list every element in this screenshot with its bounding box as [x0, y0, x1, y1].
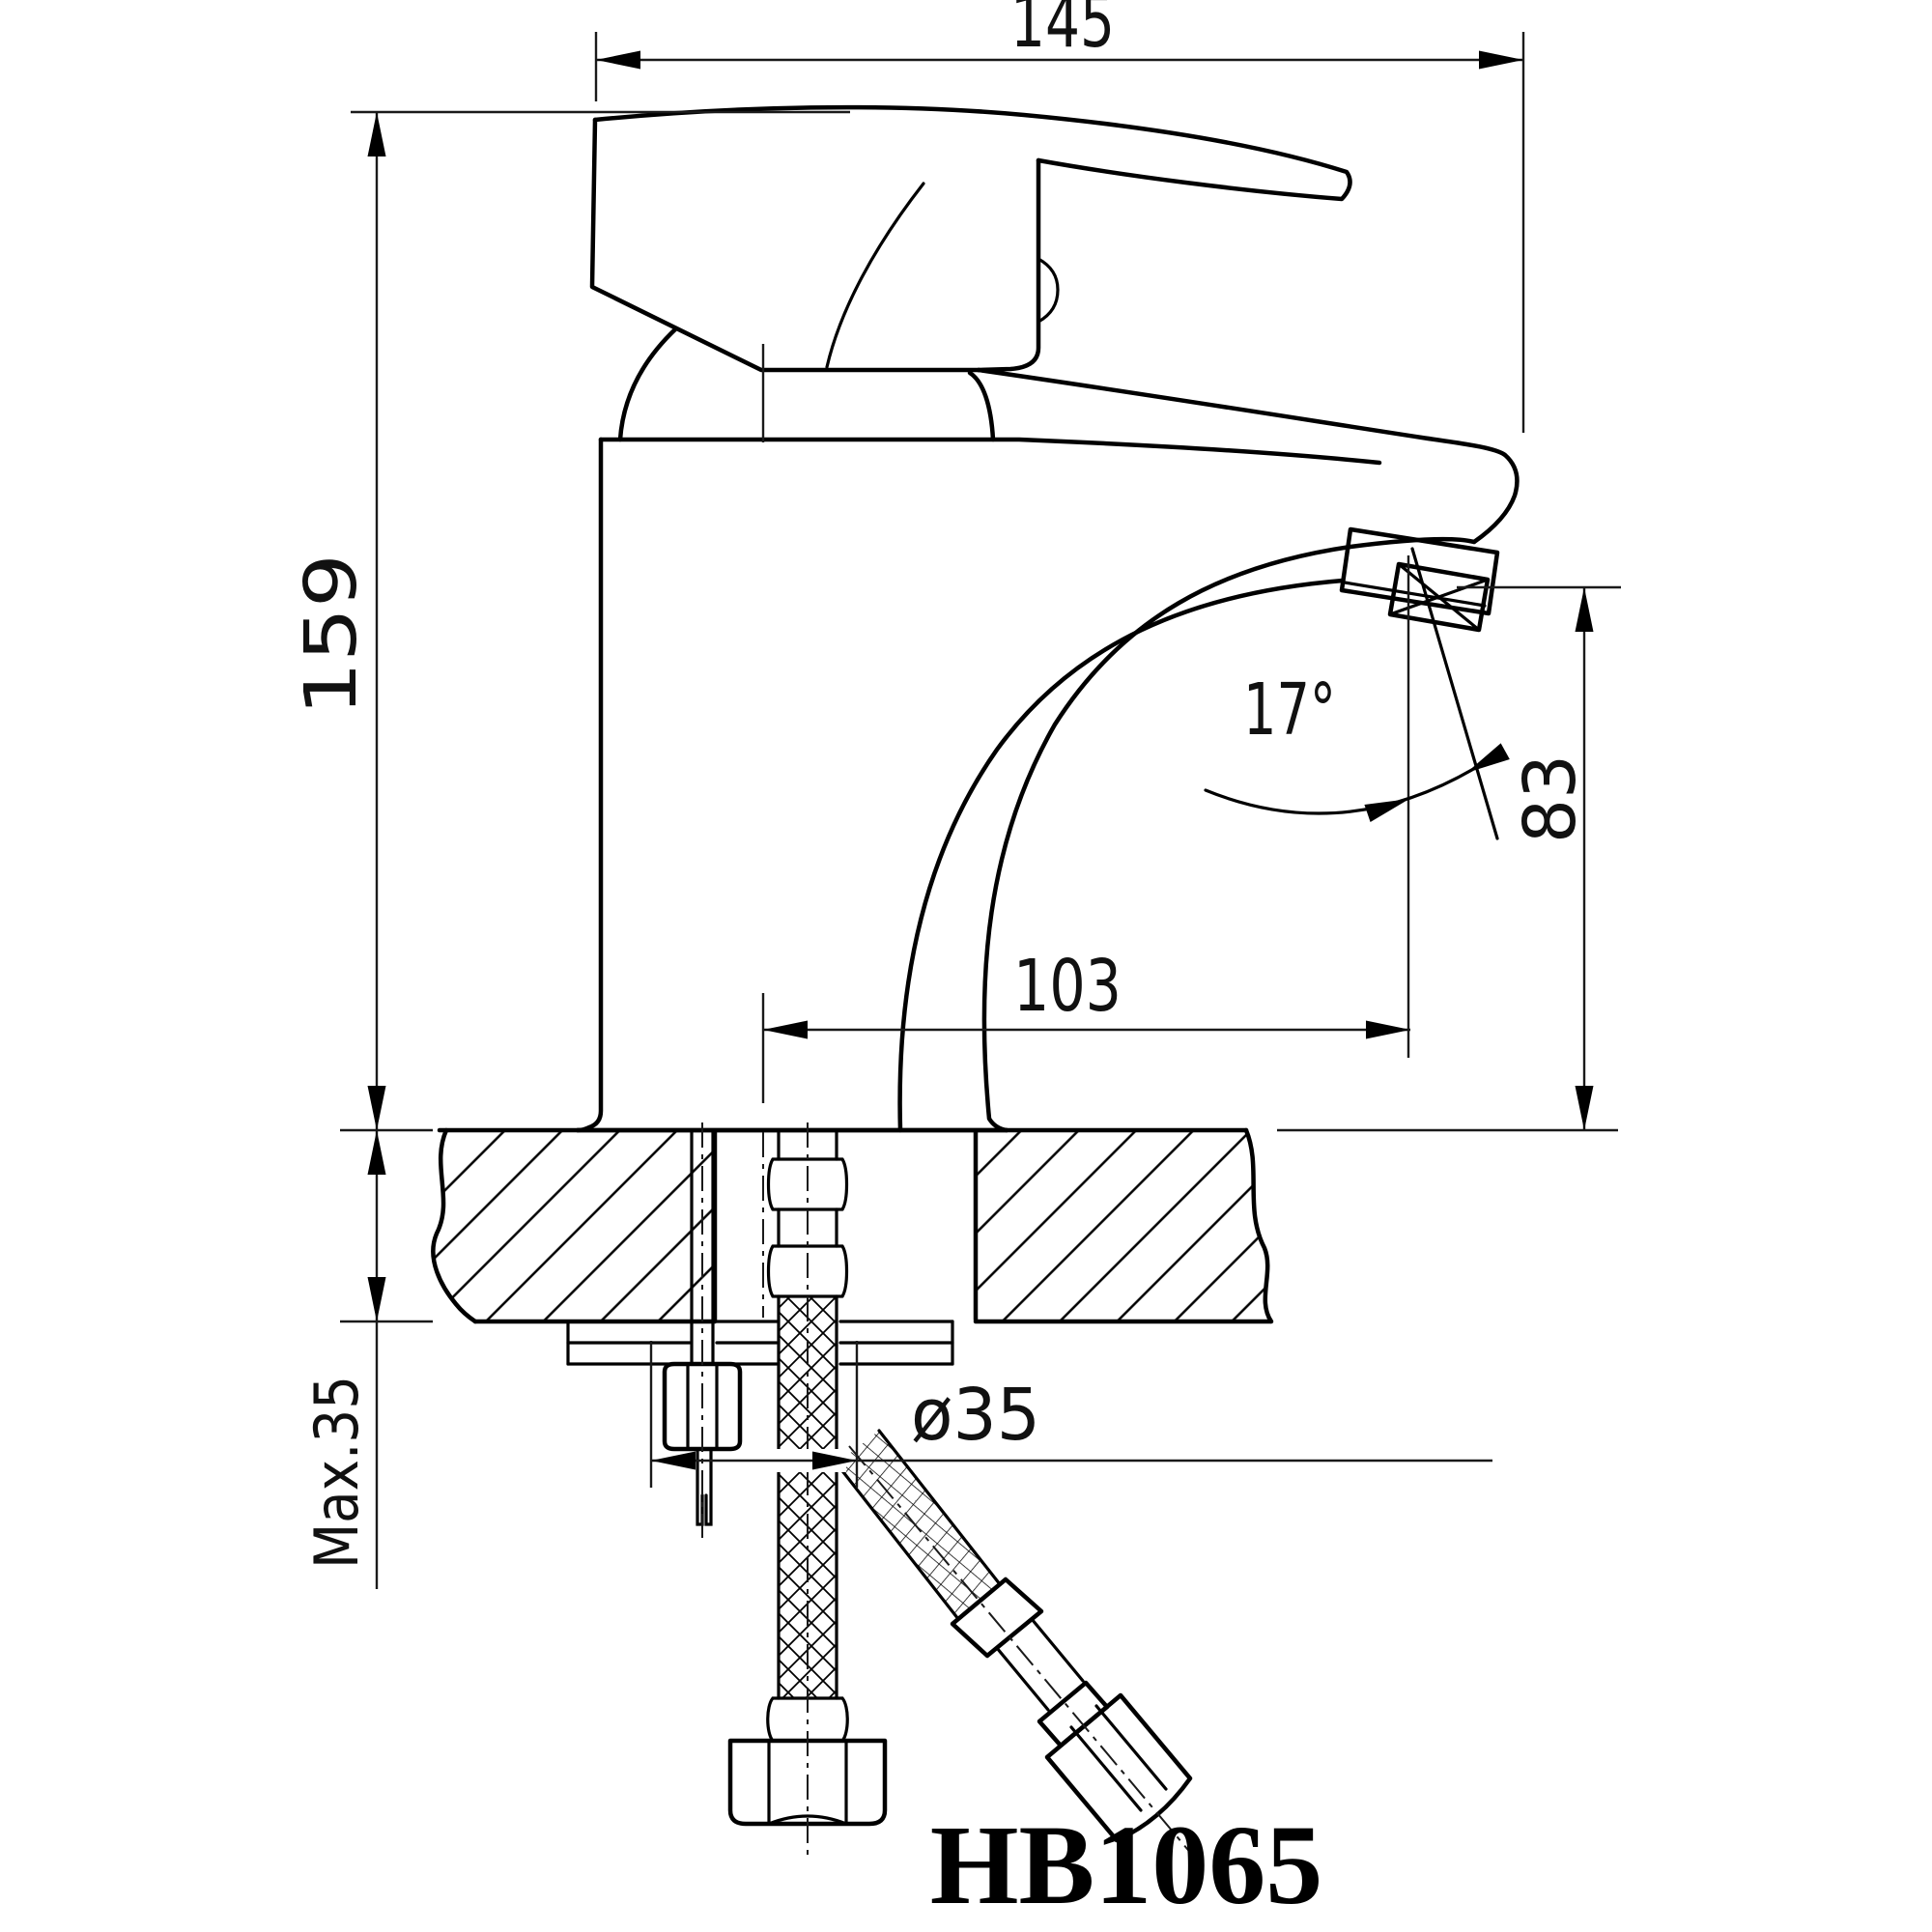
dim-outlet-height: 83 — [1277, 585, 1621, 1132]
cartridge-dome — [617, 326, 996, 442]
model-number: HB1065 — [930, 1802, 1323, 1928]
faucet-handle — [589, 104, 1352, 373]
hose-nut — [727, 1738, 888, 1827]
countertop-section — [431, 1127, 1274, 1324]
handle-seam — [825, 182, 925, 369]
dim-text-83: 83 — [1509, 754, 1592, 843]
faucet-outline — [575, 104, 1520, 1133]
dim-text-145: 145 — [1010, 0, 1115, 64]
counter-hatch-right — [976, 1130, 1271, 1321]
dim-text-max35: Max.35 — [301, 1376, 372, 1569]
dim-spout-reach: 103 — [761, 344, 1410, 1318]
hose-angle-nut — [1044, 1692, 1193, 1843]
dim-overall-length: 145 — [594, 0, 1525, 433]
spout-aerator — [1339, 526, 1500, 633]
dim-deck-thickness: Max.35 — [301, 1130, 433, 1589]
dim-text-17deg: 17° — [1243, 668, 1336, 752]
dim-total-height: 159 — [290, 110, 850, 1132]
dim-outlet-angle: 17° — [1204, 547, 1510, 1058]
mounting-stud — [662, 1122, 743, 1538]
aerator-cross-icon — [1388, 562, 1490, 632]
counter-hatch-left — [433, 1130, 715, 1321]
hose-ferrule — [950, 1577, 1044, 1659]
mounting-flange-plate — [566, 1320, 954, 1366]
mounting-hole-walls — [712, 1129, 979, 1322]
stud-fork-end — [696, 1447, 713, 1526]
supply-hose-vertical — [727, 1122, 888, 1855]
dim-text-159: 159 — [290, 554, 373, 716]
dim-text-103: 103 — [1013, 945, 1122, 1028]
handle-ring-seam — [1037, 257, 1060, 324]
diagonal-hose-centerline — [848, 1445, 1204, 1868]
dim-hole-diameter: ø35 — [649, 1341, 1492, 1488]
supply-hose-diagonal — [835, 1429, 1204, 1868]
dim-text-dia35: ø35 — [911, 1374, 1040, 1457]
